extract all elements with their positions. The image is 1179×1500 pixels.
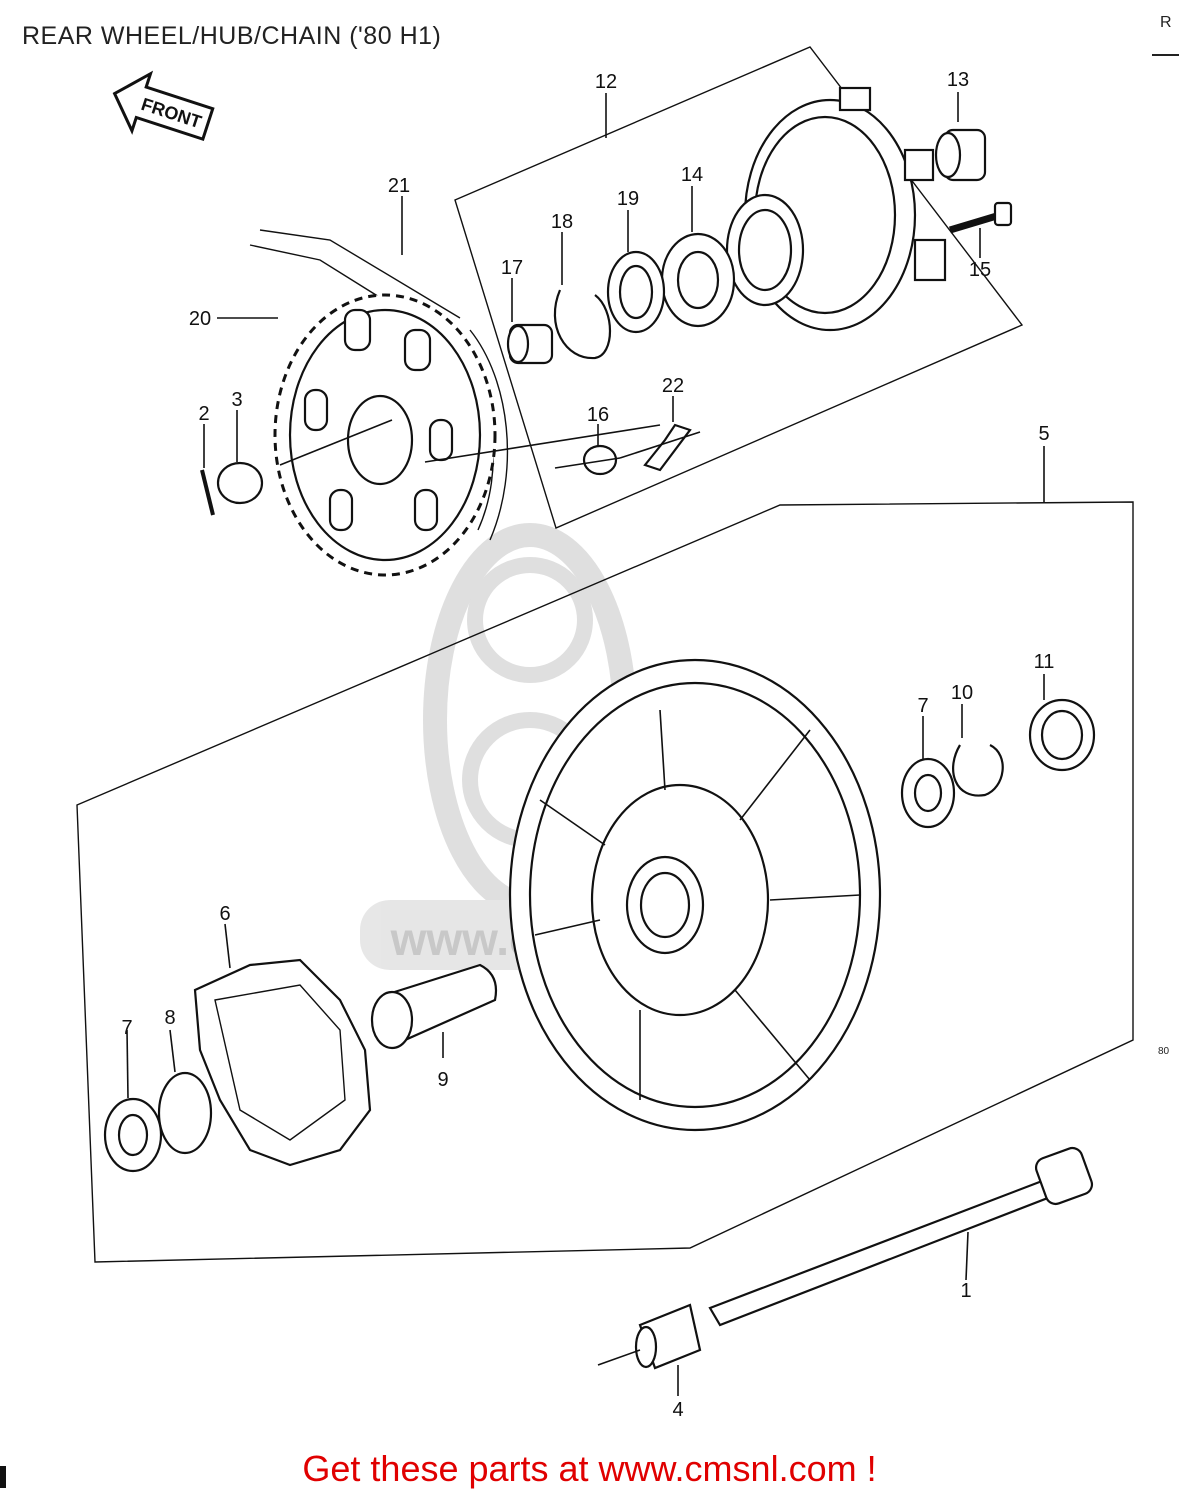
wheel-collar [370, 963, 498, 1050]
hub-bearing [660, 232, 736, 328]
oil-seal [606, 250, 666, 334]
leader-lines [126, 92, 1045, 1396]
axle-spacer [634, 1303, 702, 1370]
hub-bolt [948, 201, 1013, 234]
callout-3: 3 [231, 389, 242, 411]
callout-8: 8 [164, 1007, 175, 1029]
diagram-ref-code: 80 [1158, 1046, 1170, 1057]
wheel-group-outline [76, 501, 1134, 1263]
hub-spacer [934, 128, 987, 182]
callout-21: 21 [388, 175, 410, 197]
callout-14: 14 [681, 164, 703, 186]
rear-wheel [508, 658, 882, 1132]
front-arrow: FRONT [112, 70, 215, 142]
o-ring [157, 1071, 213, 1155]
rear-sprocket [273, 293, 497, 577]
callout-17: 17 [501, 257, 523, 279]
axle-nut [582, 444, 618, 476]
callout-16: 16 [587, 404, 609, 426]
callout-5: 5 [1038, 423, 1049, 445]
callout-12: 12 [595, 71, 617, 93]
sprocket-stud [200, 469, 215, 516]
sprocket-nut [216, 461, 264, 505]
corner-label: R [1160, 14, 1172, 31]
parts-banner-link[interactable]: Get these parts at www.cmsnl.com ! [302, 1448, 877, 1489]
rear-hub [725, 86, 947, 332]
callout-10: 10 [951, 682, 973, 704]
page-title: REAR WHEEL/HUB/CHAIN ('80 H1) [22, 22, 442, 50]
callout-15: 15 [969, 259, 991, 281]
callout-4: 4 [672, 1399, 683, 1421]
hub-group-outline [454, 46, 1024, 529]
callout-18: 18 [551, 211, 573, 233]
callout-2: 2 [198, 403, 209, 425]
wheel-damper [193, 958, 372, 1167]
circlip [553, 289, 612, 360]
rear-axle [708, 1146, 1094, 1327]
callout-22: 22 [662, 375, 684, 397]
collar [506, 323, 554, 365]
edge-mark [0, 1466, 6, 1488]
callout-7-right: 7 [917, 695, 928, 717]
wheel-bearing-left [103, 1097, 163, 1173]
wheel-circlip [952, 744, 1004, 797]
callout-19: 19 [617, 188, 639, 210]
callout-20: 20 [189, 308, 211, 330]
callout-1: 1 [960, 1280, 971, 1302]
callout-7-left: 7 [121, 1017, 132, 1039]
callout-11: 11 [1034, 651, 1055, 673]
callout-6: 6 [219, 903, 230, 925]
corner-rule [1152, 54, 1179, 56]
wheel-bearing-right [900, 757, 956, 829]
callout-9: 9 [437, 1069, 448, 1091]
wheel-oil-seal [1028, 698, 1096, 772]
callout-13: 13 [947, 69, 969, 91]
